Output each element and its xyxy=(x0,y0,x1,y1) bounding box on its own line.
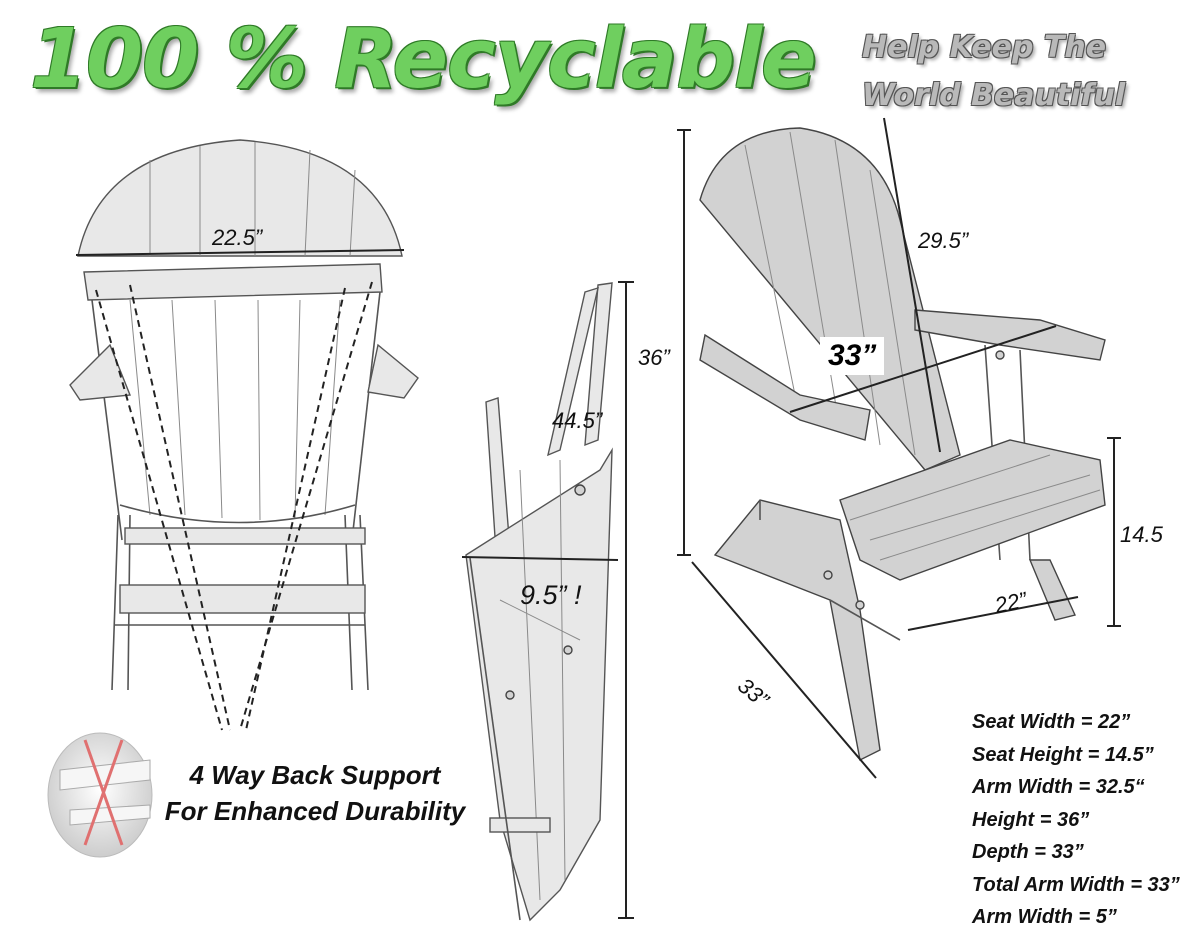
seat-width-dimension-line xyxy=(907,596,1079,631)
spec-list: Seat Width = 22” Seat Height = 14.5” Arm… xyxy=(972,706,1180,934)
seat-height-label: 14.5 xyxy=(1120,522,1163,547)
back-width-dimension-line xyxy=(75,249,405,256)
side-view-chair xyxy=(677,117,1121,779)
tagline-line-2: World Beautiful xyxy=(862,78,1126,113)
back-support-line-2 xyxy=(129,284,231,731)
spec-item: Arm Width = 32.5“ xyxy=(972,776,1145,798)
side-chair-back xyxy=(699,127,961,471)
spec-item: Depth = 33” xyxy=(972,841,1084,863)
back-height-dimension-line xyxy=(883,117,941,453)
back-top-rail xyxy=(83,263,383,301)
folded-height-label: 36” xyxy=(638,345,670,370)
caption-line-1: 4 Way Back Support xyxy=(189,760,441,790)
back-support-caption: 4 Way Back Support For Enhanced Durabili… xyxy=(150,757,480,829)
fan-back-top xyxy=(77,139,403,257)
back-support-line-4 xyxy=(245,287,346,731)
spec-item: Total Arm Width = 33” xyxy=(972,873,1180,896)
folded-view-chair xyxy=(461,281,634,922)
folded-back-length-label: 44.5” xyxy=(552,408,603,433)
folded-width-label: 9.5” ! xyxy=(520,580,582,610)
spec-item: Seat Height = 14.5” xyxy=(972,743,1154,766)
arm-width-callout: 33” xyxy=(820,337,885,375)
x-brace-detail-icon xyxy=(47,732,153,858)
back-support-line-1 xyxy=(95,289,223,731)
back-height-label: 29.5” xyxy=(918,228,969,253)
depth-dimension-line xyxy=(691,561,877,779)
back-width-label: 22.5” xyxy=(212,225,263,250)
spec-item: Height = 36” xyxy=(972,808,1090,831)
spec-item: Seat Width = 22” xyxy=(972,711,1131,733)
folded-width-dimension-line xyxy=(461,556,619,561)
caption-line-2: For Enhanced Durability xyxy=(164,796,466,826)
spec-item: Arm Width = 5” xyxy=(972,906,1117,928)
back-view-chair xyxy=(69,139,419,731)
arm-width-dimension-line xyxy=(789,325,1057,413)
tagline-line-1: Help Keep The xyxy=(862,30,1107,65)
headline: 100 % Recyclable xyxy=(30,12,817,107)
